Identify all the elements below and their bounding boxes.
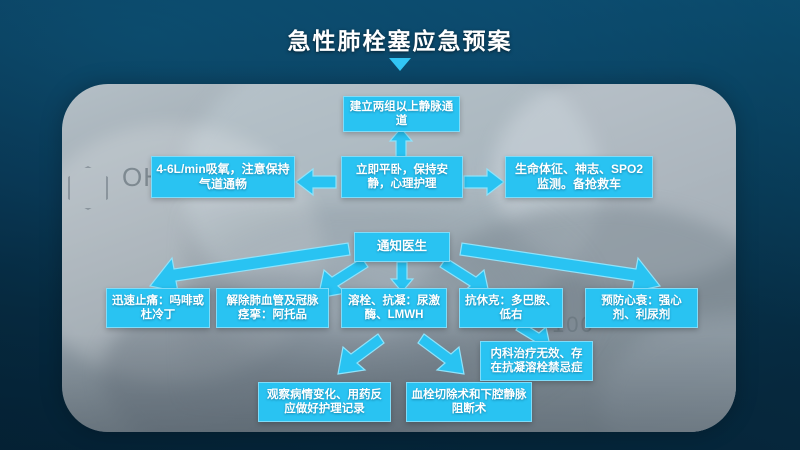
arrow-to-thrombolysis [389, 261, 415, 293]
arrow-to-thrombectomy [417, 333, 465, 376]
node-supine-position-calm[interactable]: 立即平卧，保持安静，心理护理 [341, 156, 463, 198]
node-oxygen-therapy[interactable]: 4-6L/min吸氧，注意保持气道通畅 [151, 156, 295, 198]
node-label: 溶栓、抗凝：尿激酶、LMWH [348, 294, 440, 321]
slide-title: 急性肺栓塞应急预案 [287, 28, 513, 54]
node-label: 生命体征、神志、SPO2监测。备抢救车 [514, 162, 644, 191]
node-thrombolysis-anticoagulation[interactable]: 溶栓、抗凝：尿激酶、LMWH [341, 288, 447, 328]
photo-shadow-band [62, 334, 736, 432]
node-medical-therapy-failed[interactable]: 内科治疗无效、存在抗凝溶栓禁忌症 [480, 341, 593, 381]
arrow-up-to-iv-access [388, 127, 414, 159]
node-label: 解除肺血管及冠脉痉挛：阿托品 [226, 294, 319, 321]
arrow-to-heart-failure-prevention [459, 242, 662, 293]
node-label: 抗休克：多巴胺、低右 [465, 294, 557, 321]
node-label: 预防心衰：强心剂、利尿剂 [601, 294, 682, 321]
node-label: 观察病情变化、用药反应做好护理记录 [267, 388, 382, 415]
node-label: 内科治疗无效、存在抗凝溶栓禁忌症 [490, 347, 583, 374]
node-establish-iv-access[interactable]: 建立两组以上静脉通道 [343, 96, 460, 132]
node-label: 迅速止痛：吗啡或杜冷丁 [112, 294, 204, 321]
node-label: 通知医生 [376, 239, 427, 254]
benzene-ring-icon [68, 166, 108, 210]
node-thrombectomy-ivc-filter[interactable]: 血栓切除术和下腔静脉阻断术 [406, 382, 532, 422]
node-label: 血栓切除术和下腔静脉阻断术 [411, 388, 527, 415]
node-rapid-analgesia[interactable]: 迅速止痛：吗啡或杜冷丁 [106, 288, 210, 328]
arrow-right-to-monitoring [463, 167, 505, 197]
node-prevent-heart-failure[interactable]: 预防心衰：强心剂、利尿剂 [585, 288, 698, 328]
arrow-to-nursing-record [337, 333, 385, 376]
node-antishock[interactable]: 抗休克：多巴胺、低右 [459, 288, 563, 328]
node-label: 4-6L/min吸氧，注意保持气道通畅 [156, 162, 290, 191]
arrow-left-to-oxygen [295, 167, 337, 197]
node-label: 建立两组以上静脉通道 [349, 100, 454, 127]
node-notify-doctor[interactable]: 通知医生 [354, 232, 450, 262]
node-label: 立即平卧，保持安静，心理护理 [356, 163, 448, 190]
node-relieve-vasospasm[interactable]: 解除肺血管及冠脉痉挛：阿托品 [216, 288, 329, 328]
node-vitals-spo2-monitoring[interactable]: 生命体征、神志、SPO2监测。备抢救车 [505, 156, 653, 198]
title-down-triangle-icon [389, 58, 411, 71]
node-observe-and-record[interactable]: 观察病情变化、用药反应做好护理记录 [258, 382, 391, 422]
